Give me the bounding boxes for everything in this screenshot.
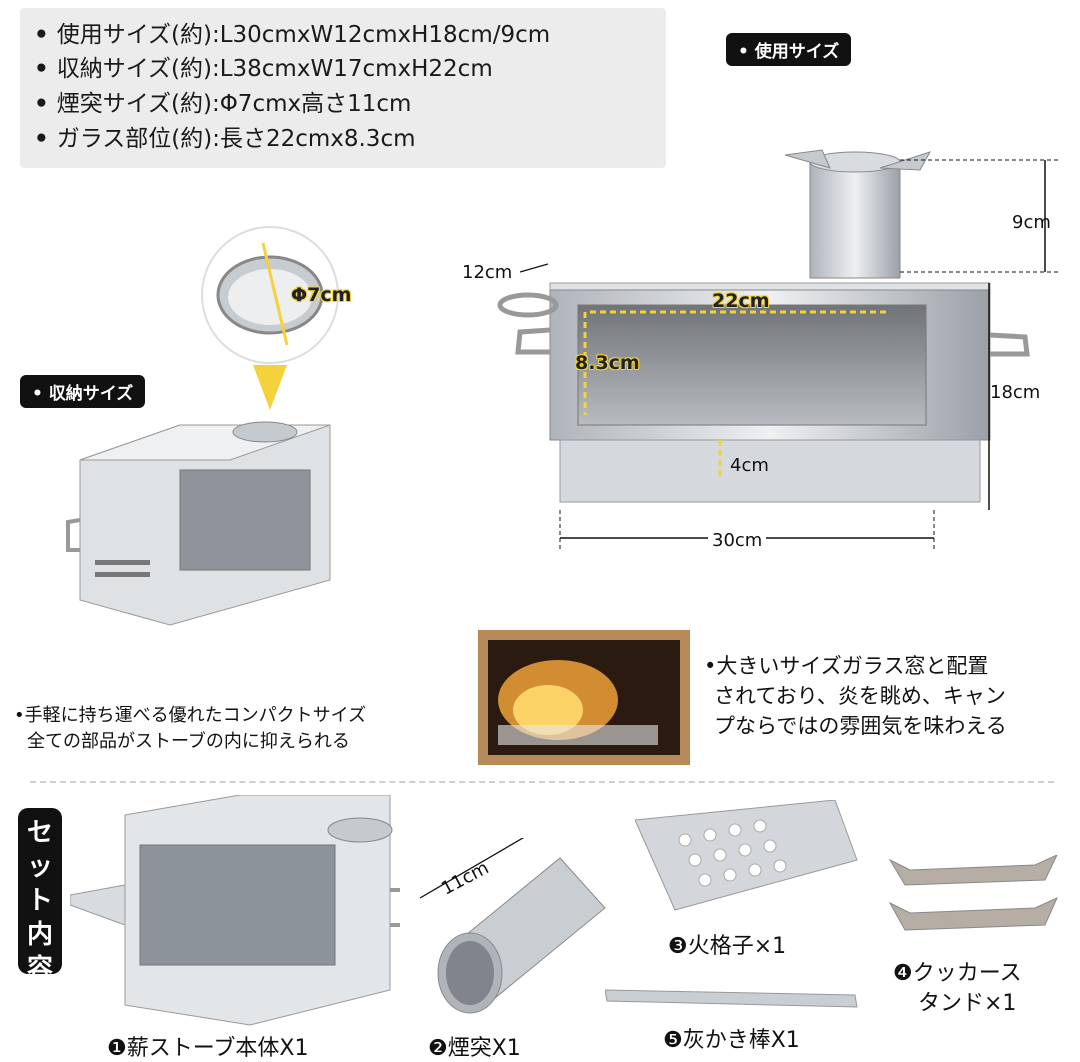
length-label: 30cm <box>708 530 767 551</box>
fire-photo <box>478 630 690 765</box>
item-4-label-1: ❹クッカース <box>893 961 1022 986</box>
window-note-3: プならではの雰囲気を味わえる <box>714 714 1007 738</box>
stove-body-image <box>70 795 400 1026</box>
chimney <box>809 159 901 279</box>
spec-line: •使用サイズ(約):L30cmxW12cmxH18cm/9cm <box>34 22 551 48</box>
item-3-label: ❸火格子×1 <box>668 934 787 959</box>
window-note-2: されており、炎を眺め、キャン <box>714 684 1006 708</box>
use-size-tag: • 使用サイズ <box>726 33 852 66</box>
item-4-label-2: タンド×1 <box>918 991 1017 1016</box>
chimney-closeup <box>201 226 339 410</box>
section-divider <box>30 781 1054 783</box>
tray-height-label: 4cm <box>730 455 769 476</box>
item-1-label: ❶薪ストーブ本体X1 <box>107 1036 309 1061</box>
depth-label: 12cm <box>462 262 513 283</box>
glass-window <box>577 304 927 426</box>
spec-line: •煙突サイズ(約):Φ7cmx高さ11cm <box>34 91 412 117</box>
ash-tray <box>559 439 981 503</box>
window-note-1: •大きいサイズガラス窓と配置 <box>704 654 989 678</box>
set-contents-tag: セ ッ ト 内 容 <box>18 808 62 984</box>
stove-storage-image <box>66 421 331 626</box>
stove-use-diagram <box>497 149 1060 550</box>
chimney-height-label: 9cm <box>1012 212 1051 233</box>
chimney-pipe-image <box>419 838 606 1014</box>
spec-line: •ガラス部位(約):長さ22cmx8.3cm <box>34 126 416 152</box>
compact-note-2: 全ての部品がストーブの内に抑えられる <box>27 731 350 752</box>
spec-line: •収納サイズ(約):L38cmxW17cmxH22cm <box>34 56 493 82</box>
glass-height-label: 8.3cm <box>575 352 640 374</box>
cooker-stand-image <box>888 855 1058 931</box>
item-2-label: ❷煙突X1 <box>428 1036 521 1061</box>
ash-poker-image <box>605 989 858 1008</box>
item-5-label: ❺灰かき棒X1 <box>663 1028 800 1053</box>
glass-width-label: 22cm <box>712 290 770 312</box>
storage-size-tag: • 収納サイズ <box>20 375 146 408</box>
spec-box: •使用サイズ(約):L30cmxW12cmxH18cm/9cm •収納サイズ(約… <box>20 8 666 168</box>
height-label: 18cm <box>990 382 1041 403</box>
fire-grate-image <box>635 800 858 911</box>
compact-note-1: •手軽に持ち運べる優れたコンパクトサイズ <box>14 705 367 726</box>
chimney-diameter-label: Φ7cm <box>291 284 352 306</box>
